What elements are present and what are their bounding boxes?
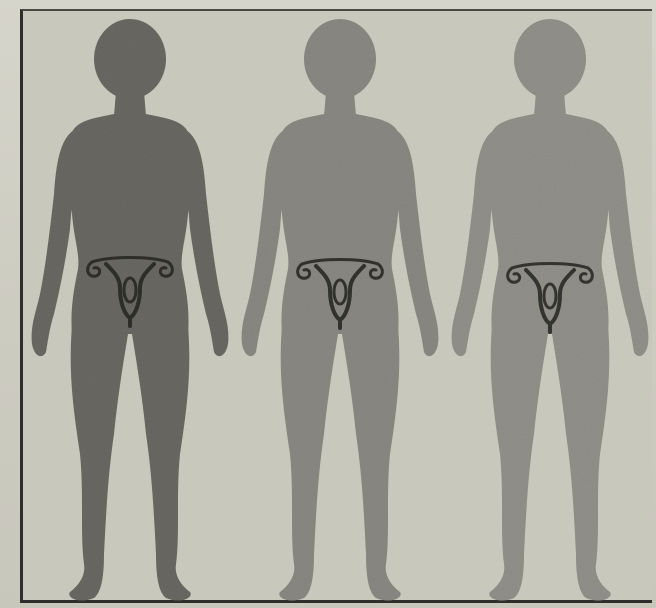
- figure-1: [32, 19, 229, 600]
- figure-3: [452, 19, 649, 600]
- figure-2: [242, 19, 439, 600]
